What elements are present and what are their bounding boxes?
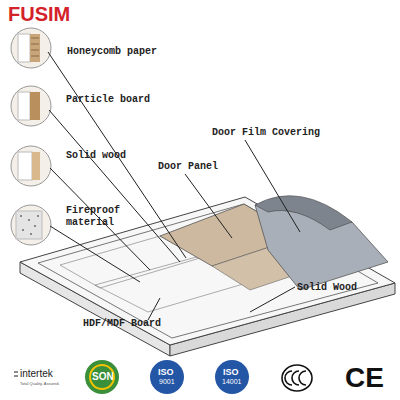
part-name: Honeycomb paper	[67, 46, 157, 58]
leader-line	[148, 298, 160, 320]
solidwood-sample	[32, 152, 40, 180]
door-slab	[20, 196, 395, 356]
leader-line	[50, 168, 150, 270]
son-logo	[85, 360, 119, 394]
ccc-symbol	[282, 365, 312, 391]
sample-circle	[11, 146, 51, 186]
part-name: Fireproof material	[66, 205, 130, 229]
cert-text: 14001	[222, 378, 241, 386]
fireproof-speckle	[20, 216, 39, 234]
cert-text: Total Quality. Assured.	[20, 381, 60, 386]
leader-lines	[48, 52, 300, 320]
iso-logo	[215, 360, 249, 394]
cert-text: 9001	[159, 378, 175, 386]
particle-sample	[30, 92, 40, 120]
part-name: HDF/MDF Board	[83, 318, 161, 330]
part-name: Door Film Covering	[212, 127, 320, 139]
material-samples	[11, 28, 51, 245]
cert-text: SON	[92, 371, 114, 383]
intertek-mark	[14, 372, 18, 376]
cert-text: intertek	[20, 368, 53, 380]
part-name: Solid wood	[66, 150, 126, 162]
honeycomb-lines	[31, 38, 39, 56]
brand-logo: FUSIM	[8, 2, 70, 26]
iso-logo	[150, 360, 184, 394]
sample-circle	[11, 86, 51, 126]
honeycomb-sample	[30, 34, 40, 62]
leader-line	[185, 174, 232, 238]
leader-line	[250, 287, 295, 312]
leader-line	[48, 52, 186, 258]
part-name: Door Panel	[158, 161, 218, 173]
ce-mark: CE	[345, 361, 384, 395]
fireproof-sample	[16, 211, 42, 239]
cert-text: ISO	[223, 367, 239, 378]
leader-line	[50, 226, 140, 282]
sample-circle	[11, 205, 51, 245]
leader-line	[49, 110, 180, 262]
part-name: Particle board	[66, 94, 150, 106]
film-curl	[255, 196, 352, 230]
part-name: Solid Wood	[297, 282, 357, 294]
son-ring	[90, 365, 114, 389]
cert-logos	[14, 360, 312, 394]
cert-text: ISO	[158, 367, 174, 378]
honeycomb-sample	[18, 34, 30, 62]
sample-circle	[11, 28, 51, 68]
solidwood-sample	[18, 152, 32, 180]
leader-line	[245, 140, 300, 232]
particle-sample	[18, 92, 30, 120]
